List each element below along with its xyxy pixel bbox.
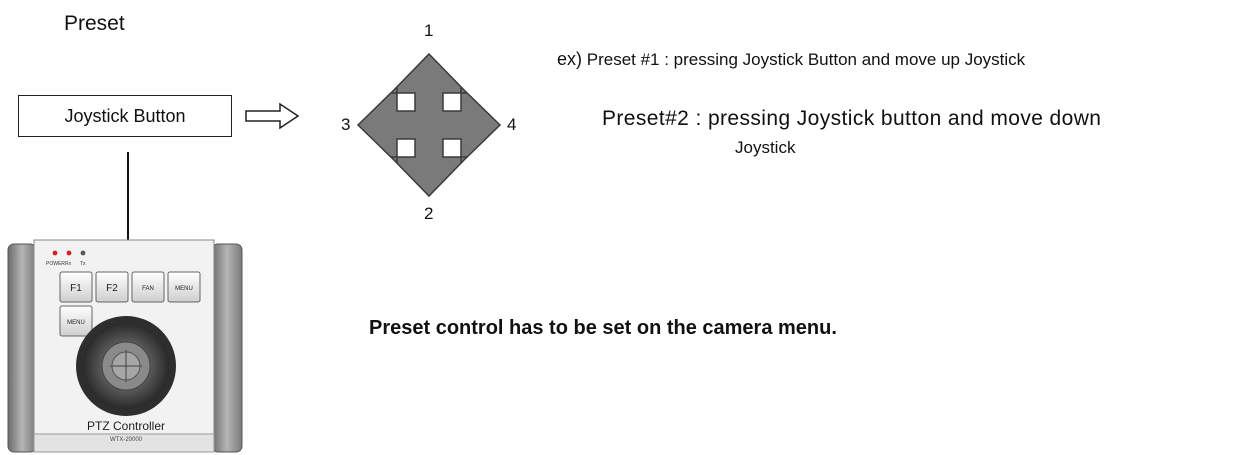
key-menu-2: MENU [59, 305, 93, 337]
direction-number-up: 1 [424, 21, 434, 40]
direction-number-down: 2 [424, 204, 434, 223]
svg-text:MENU: MENU [67, 320, 85, 326]
right-arrow-icon [245, 102, 300, 130]
joystick-button-label-box: Joystick Button [18, 95, 232, 137]
svg-text:MENU: MENU [175, 286, 193, 292]
svg-text:F2: F2 [106, 283, 118, 294]
page-title: Preset [64, 12, 125, 35]
key-fan: FAN [131, 271, 165, 303]
joystick-knob [76, 316, 176, 416]
led-label-rx: Rx [65, 261, 72, 267]
svg-text:FAN: FAN [142, 286, 154, 292]
svg-text:F1: F1 [70, 283, 82, 294]
controller-model: WTX-20000 [110, 437, 143, 443]
four-way-arrow-icon [356, 52, 502, 198]
direction-number-left: 3 [341, 115, 351, 134]
led-label-power: POWER [46, 261, 65, 267]
key-f2: F2 [95, 271, 129, 303]
rx-led [66, 250, 72, 256]
example-prefix: ex) [557, 49, 583, 69]
ptz-controller-device: POWER Rx Tx F1 F2 FAN MENU MENU PTZ Cont… [7, 239, 243, 453]
direction-number-right: 4 [507, 115, 517, 134]
preset-note: Preset control has to be set on the came… [369, 317, 837, 339]
example-line-1: Preset #1 : pressing Joystick Button and… [586, 50, 1026, 69]
example-line-2: Preset#2 : pressing Joystick button and … [602, 107, 1102, 130]
led-label-tx: Tx [80, 261, 86, 267]
key-f1: F1 [59, 271, 93, 303]
joystick-button-label: Joystick Button [64, 105, 186, 126]
example-preset-1: ex) Preset #1 : pressing Joystick Button… [557, 49, 1025, 70]
key-menu: MENU [167, 271, 201, 303]
controller-name: PTZ Controller [87, 419, 165, 433]
power-led [52, 250, 58, 256]
tx-led [80, 250, 86, 256]
example-line-2-continuation: Joystick [735, 138, 796, 157]
